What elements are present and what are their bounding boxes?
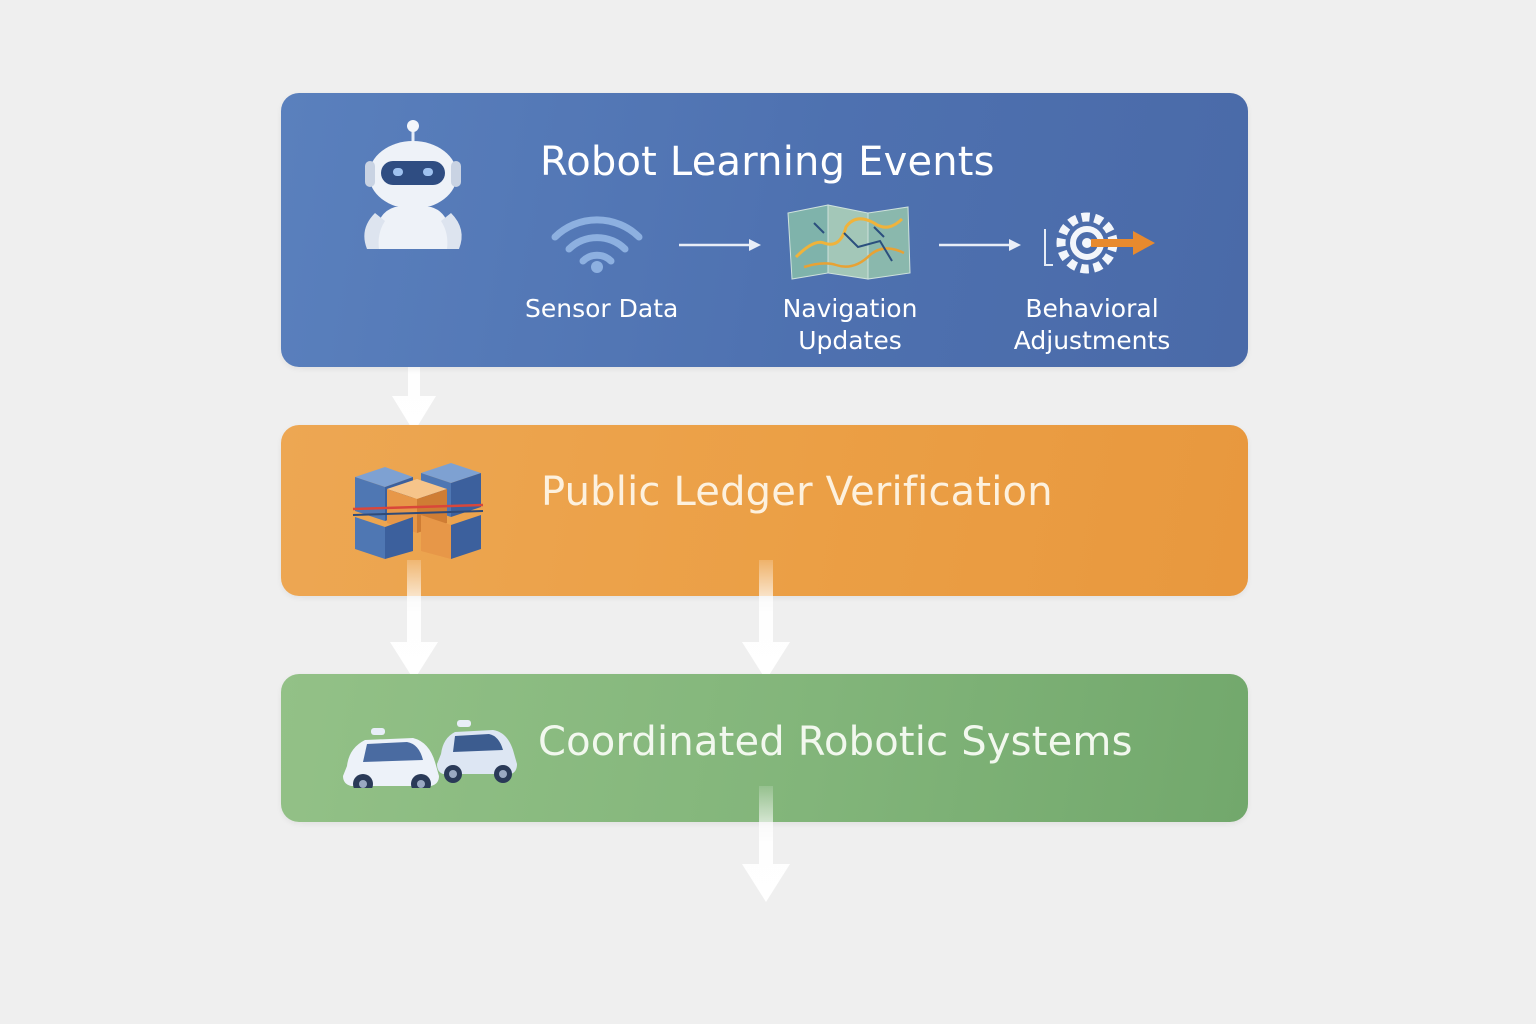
connector-arrow-ledger-to-coordinated-left bbox=[390, 560, 438, 680]
flow-arrow-2 bbox=[939, 239, 1021, 251]
gear-arrow-icon bbox=[1044, 212, 1155, 274]
step-label-navigation-updates-text: Navigation Updates bbox=[782, 294, 918, 355]
robot-icon bbox=[364, 120, 462, 249]
connector-arrow-ledger-to-coordinated-right bbox=[742, 560, 790, 680]
panel-title-coordinated: Coordinated Robotic Systems bbox=[538, 719, 1133, 765]
flow-arrow-1 bbox=[679, 239, 761, 251]
step-label-behavioral-adjustments-text: Behavioral Adjustments bbox=[1013, 294, 1171, 355]
blockchain-cubes-icon bbox=[352, 463, 484, 559]
robot-learning-events-panel: Robot Learning Events Sensor Data Naviga… bbox=[281, 93, 1248, 367]
map-icon bbox=[787, 204, 911, 280]
step-label-navigation-updates: Navigation Updates bbox=[775, 293, 925, 357]
step-label-behavioral-adjustments: Behavioral Adjustments bbox=[1007, 293, 1177, 357]
step-label-sensor-data: Sensor Data bbox=[525, 294, 679, 323]
panel-title-learning: Robot Learning Events bbox=[540, 139, 995, 185]
connector-arrow-learning-to-ledger bbox=[392, 322, 436, 432]
connector-arrow-output bbox=[742, 786, 790, 902]
autonomous-vehicles-icon bbox=[343, 720, 517, 788]
wifi-icon bbox=[551, 216, 643, 273]
panel-title-ledger: Public Ledger Verification bbox=[541, 469, 1053, 515]
